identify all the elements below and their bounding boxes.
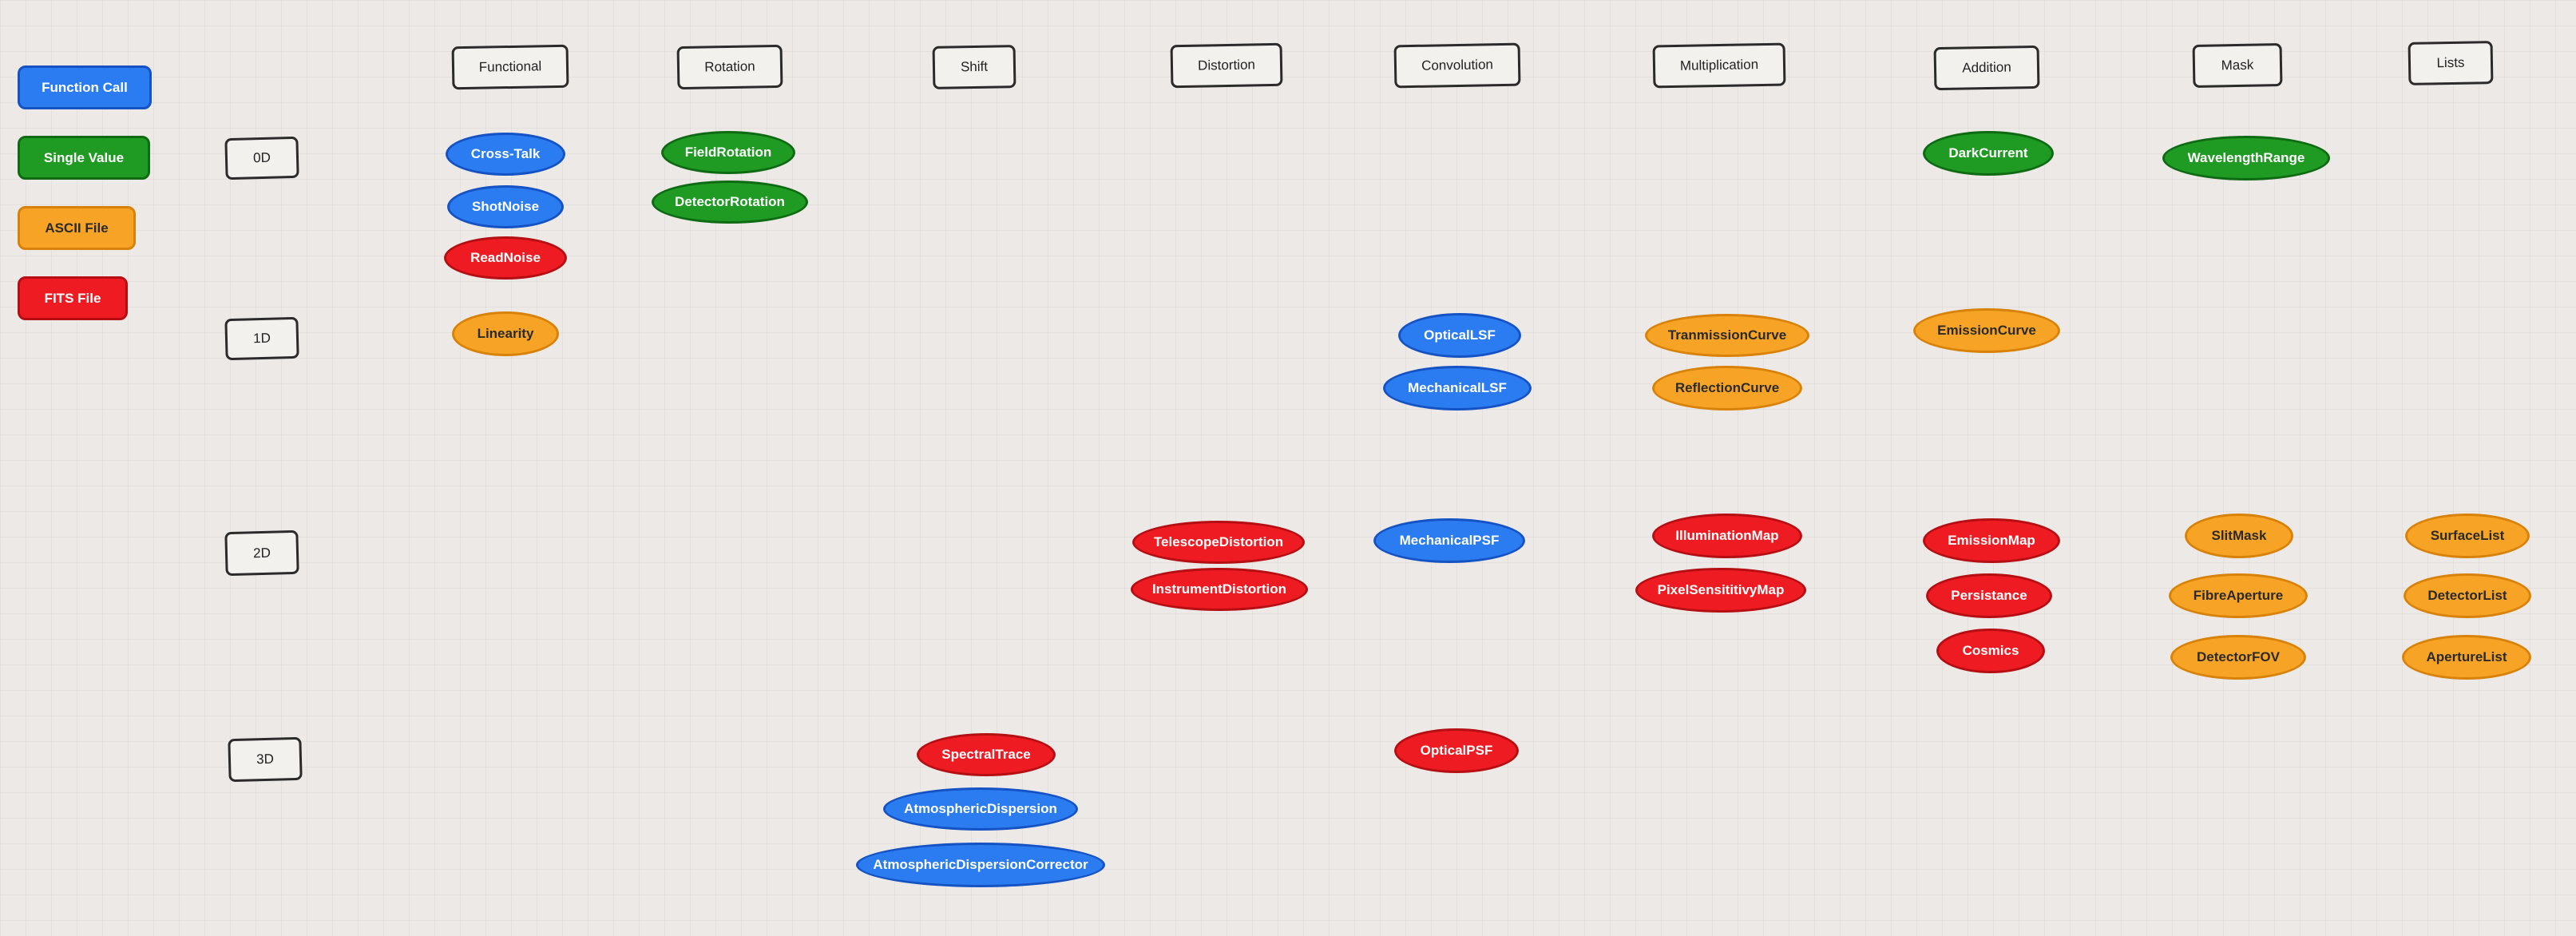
node-detector-rotation: DetectorRotation: [652, 180, 808, 224]
node-spectral-trace: SpectralTrace: [917, 733, 1056, 776]
node-cross-talk: Cross-Talk: [446, 133, 565, 176]
column-header-distortion: Distortion: [1170, 42, 1283, 89]
column-header-mask: Mask: [2192, 43, 2283, 88]
node-emission-curve: EmissionCurve: [1913, 308, 2060, 353]
column-header-lists: Lists: [2408, 41, 2494, 85]
node-reflection-curve: ReflectionCurve: [1652, 366, 1802, 410]
node-telescope-distortion: TelescopeDistortion: [1132, 521, 1305, 564]
node-cosmics: Cosmics: [1936, 629, 2045, 673]
node-surface-list: SurfaceList: [2405, 514, 2530, 558]
node-linearity: Linearity: [452, 311, 559, 356]
node-instrument-distortion: InstrumentDistortion: [1131, 568, 1308, 611]
node-field-rotation: FieldRotation: [661, 131, 795, 174]
node-slit-mask: SlitMask: [2185, 514, 2293, 558]
legend-ascii-file: ASCII File: [18, 206, 136, 250]
column-header-convolution: Convolution: [1393, 42, 1521, 89]
node-wavelength-range: WavelengthRange: [2162, 136, 2330, 180]
node-persistance: Persistance: [1926, 573, 2052, 618]
column-header-multiplication: Multiplication: [1652, 42, 1786, 89]
node-optical-psf: OpticalPSF: [1394, 728, 1519, 773]
node-fibre-aperture: FibreAperture: [2169, 573, 2308, 618]
node-read-noise: ReadNoise: [444, 236, 567, 280]
node-mechanical-psf: MechanicalPSF: [1373, 518, 1525, 563]
node-detector-list: DetectorList: [2404, 573, 2531, 618]
node-shot-noise: ShotNoise: [447, 185, 564, 228]
node-dark-current: DarkCurrent: [1923, 131, 2054, 176]
node-emission-map: EmissionMap: [1923, 518, 2060, 563]
node-detector-fov: DetectorFOV: [2170, 635, 2306, 680]
column-header-functional: Functional: [451, 44, 569, 90]
column-header-rotation: Rotation: [676, 44, 783, 90]
node-optical-lsf: OpticalLSF: [1398, 313, 1521, 358]
legend-single-value: Single Value: [18, 136, 150, 180]
legend-function-call: Function Call: [18, 65, 152, 109]
row-header-0d: 0D: [224, 136, 299, 180]
node-aperture-list: ApertureList: [2402, 635, 2531, 680]
row-header-2d: 2D: [224, 529, 299, 577]
row-header-1d: 1D: [224, 316, 299, 361]
legend-fits-file: FITS File: [18, 276, 128, 320]
row-header-3d: 3D: [228, 736, 303, 783]
node-illumination-map: IlluminationMap: [1652, 514, 1802, 558]
node-transmission-curve: TranmissionCurve: [1645, 314, 1809, 357]
node-atmospheric-dispersion: AtmosphericDispersion: [883, 787, 1078, 831]
column-header-addition: Addition: [1933, 45, 2040, 91]
node-mechanical-lsf: MechanicalLSF: [1383, 366, 1532, 410]
node-atmospheric-dispersion-corrector: AtmosphericDispersionCorrector: [856, 843, 1105, 887]
column-header-shift: Shift: [932, 45, 1017, 89]
node-pixel-sensitivity-map: PixelSensititivyMap: [1635, 568, 1806, 613]
